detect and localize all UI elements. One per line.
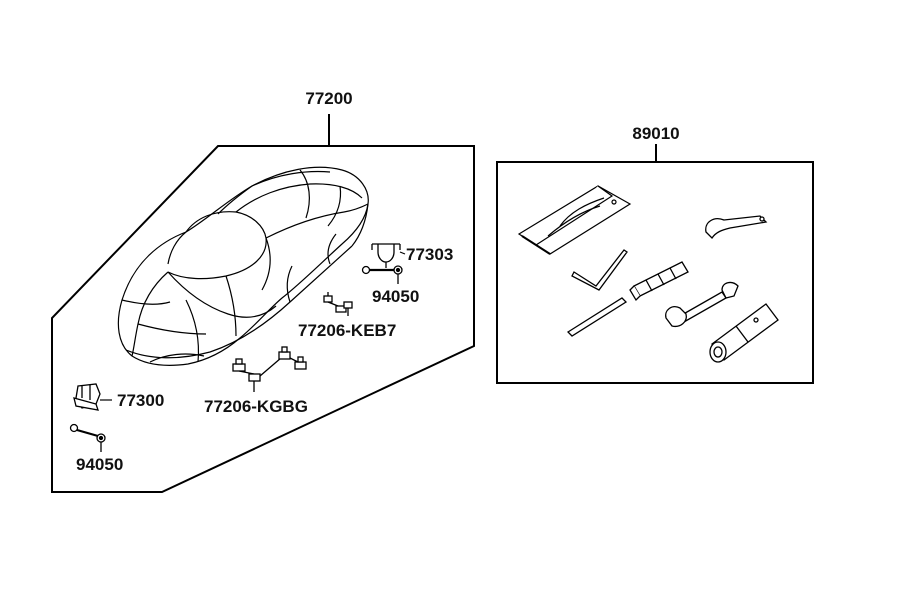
seat-assembly-label[interactable]: 77200 (305, 89, 352, 108)
hinge-clip-77300-label[interactable]: 77300 (117, 391, 164, 410)
seat-group: 77200 (51, 89, 475, 493)
tool-kit-label[interactable]: 89010 (632, 124, 679, 143)
screw-part-94050-right[interactable] (361, 265, 403, 284)
bracket-part-77206-kgbg[interactable] (232, 346, 307, 392)
screw-94050-left-label[interactable]: 94050 (76, 455, 123, 474)
screw-94050-right-label[interactable]: 94050 (372, 287, 419, 306)
hex-key[interactable] (571, 249, 628, 291)
bracket-kgbg-label[interactable]: 77206-KGBG (204, 397, 308, 416)
bracket-part-77206-keb7[interactable] (323, 292, 353, 316)
tool-kit-frame (496, 161, 814, 384)
tool-kit-group: 89010 (496, 124, 814, 384)
open-end-wrench[interactable] (665, 281, 739, 328)
hinge-clip-part-77300[interactable] (73, 383, 101, 411)
hook-spanner[interactable] (705, 215, 768, 240)
clip-part-77303[interactable] (371, 243, 401, 268)
tool-pouch[interactable] (517, 185, 632, 255)
socket-wrench[interactable] (709, 303, 779, 363)
screw-part-94050-left[interactable] (69, 423, 106, 453)
clip-77303-leader (399, 251, 406, 255)
clip-77303-label[interactable]: 77303 (406, 245, 453, 264)
screwdriver[interactable] (629, 261, 689, 302)
screwdriver-shaft[interactable] (566, 297, 628, 337)
seat-illustration[interactable] (117, 166, 369, 366)
seat-group-frame (51, 145, 475, 493)
bracket-keb7-label[interactable]: 77206-KEB7 (298, 321, 396, 340)
